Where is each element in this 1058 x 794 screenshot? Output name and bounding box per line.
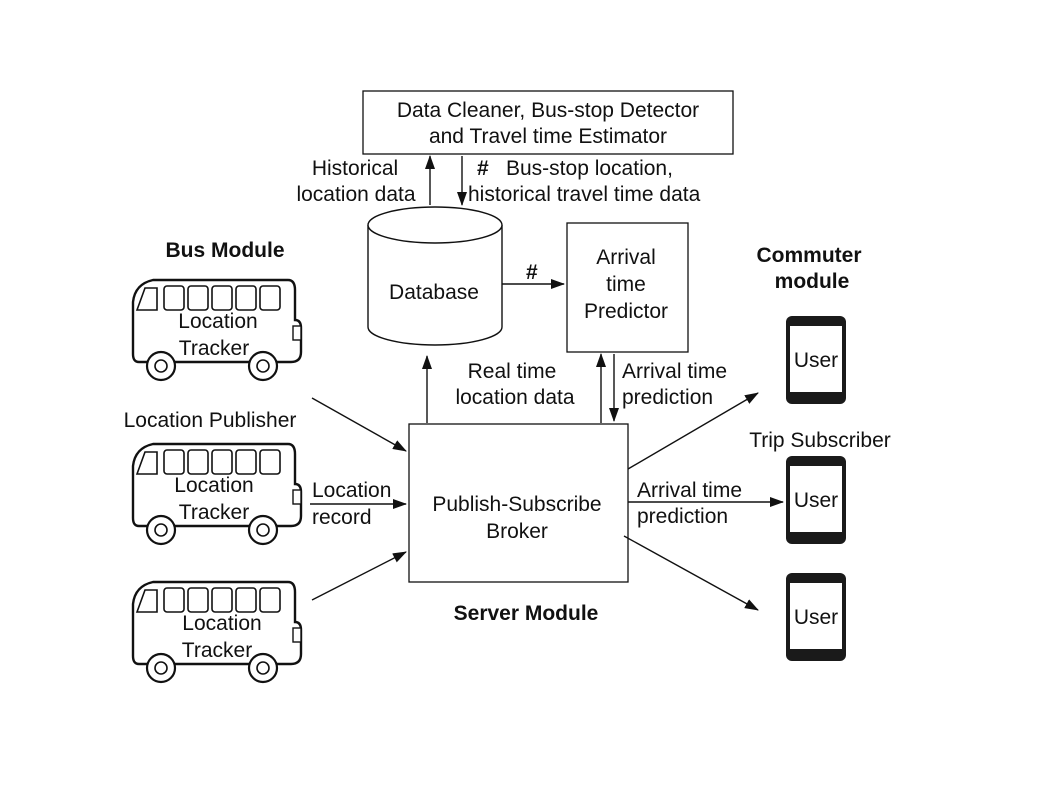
data-cleaner-label-line1: Data Cleaner, Bus-stop Detector [397, 99, 699, 122]
bus-3-tracker-line2: Tracker [182, 639, 252, 662]
realtime-label-line1: Real time [468, 360, 557, 383]
commuter-module-heading-line1: Commuter [756, 244, 861, 267]
bus-1-tracker-line1: Location [178, 310, 257, 333]
predictor-label-line1: Arrival [596, 246, 656, 269]
commuter-module-heading-line2: module [775, 270, 850, 293]
user-2-label: User [794, 489, 838, 512]
hash-mark-middle: # [526, 261, 538, 284]
user-3-label: User [794, 606, 838, 629]
location-record-label-line1: Location [312, 479, 391, 502]
location-record-label-line2: record [312, 506, 372, 529]
arrow-bus1-to-broker [311, 397, 407, 452]
server-module-heading: Server Module [454, 602, 599, 625]
bus-2-tracker-line2: Tracker [179, 501, 249, 524]
user-1-label: User [794, 349, 838, 372]
historical-location-label-line2: location data [296, 183, 415, 206]
predictor-label-line2: time [606, 273, 646, 296]
arrival-prediction-right-line2: prediction [637, 505, 728, 528]
hash-mark-top: # [477, 157, 489, 180]
arrow-broker-to-user1 [627, 392, 759, 470]
busstop-label-line1: Bus-stop location, [506, 157, 673, 180]
busstop-label-line2: historical travel time data [468, 183, 701, 206]
bus-2-tracker-line1: Location [174, 474, 253, 497]
database-label: Database [389, 281, 479, 304]
arrival-prediction-top-line2: prediction [622, 386, 713, 409]
arrow-broker-to-user3 [623, 535, 759, 611]
data-cleaner-label-line2: and Travel time Estimator [429, 125, 667, 148]
bus-module-heading: Bus Module [166, 239, 285, 262]
trip-subscriber-label: Trip Subscriber [749, 429, 891, 452]
bus-3-tracker-line1: Location [182, 612, 261, 635]
arrival-prediction-right-line1: Arrival time [637, 479, 742, 502]
location-publisher-label: Location Publisher [124, 409, 297, 432]
broker-label-line1: Publish-Subscribe [432, 493, 601, 516]
predictor-label-line3: Predictor [584, 300, 668, 323]
bus-1-tracker-line2: Tracker [179, 337, 249, 360]
database-cylinder [367, 206, 503, 346]
broker-box [408, 423, 629, 583]
realtime-label-line2: location data [455, 386, 574, 409]
predictor-box [566, 222, 689, 353]
arrow-bus3-to-broker [311, 551, 407, 601]
broker-label-line2: Broker [486, 520, 548, 543]
arrival-prediction-top-line1: Arrival time [622, 360, 727, 383]
data-cleaner-box [362, 90, 734, 155]
historical-location-label-line1: Historical [312, 157, 398, 180]
